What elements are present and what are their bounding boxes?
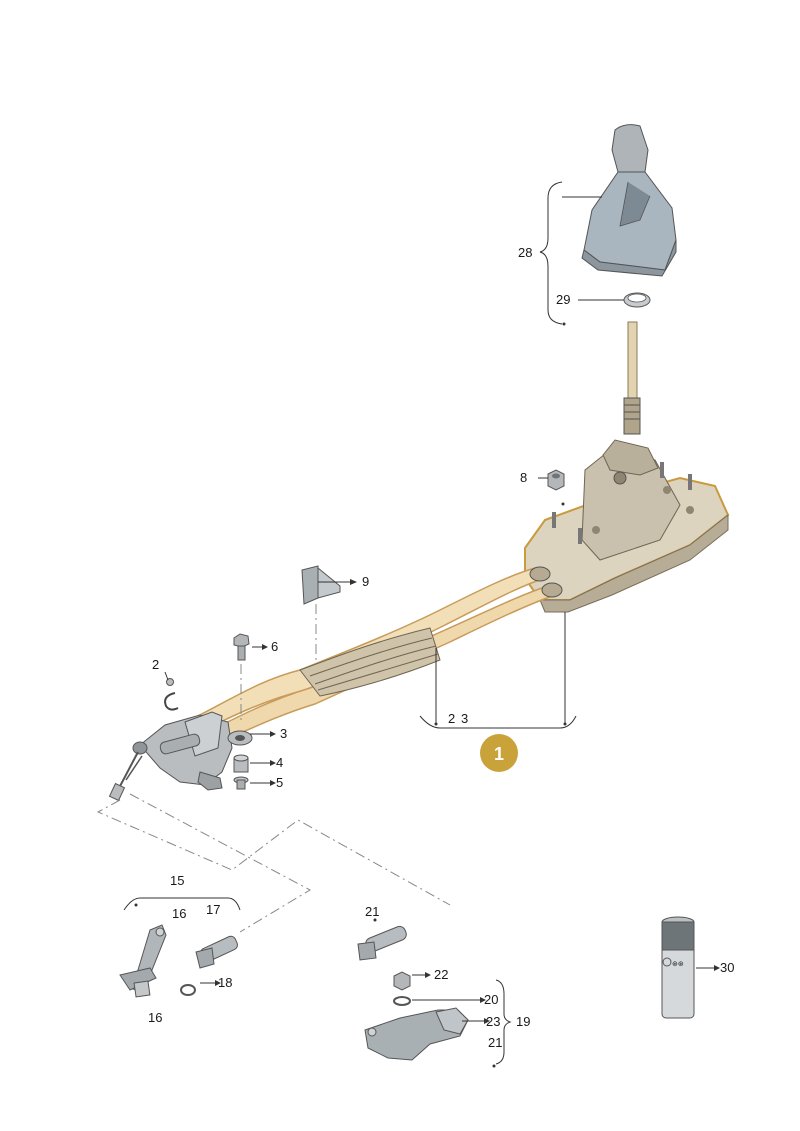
callout-23: 23 [486, 1014, 500, 1029]
callout-22: 22 [434, 967, 448, 982]
clip-ring [623, 292, 651, 308]
callout-20: 20 [484, 992, 498, 1007]
circlip [164, 678, 179, 711]
leader-lines [164, 196, 714, 1022]
bracket-9 [301, 565, 341, 605]
lever-assembly-19 [357, 925, 469, 1061]
callout-badge-1[interactable]: 1 [480, 734, 518, 772]
callout-5: 5 [276, 775, 283, 790]
nut-8 [547, 469, 565, 491]
screw-5 [233, 776, 249, 790]
callout-3-cable: 3 [461, 711, 468, 726]
lever-assembly-15 [119, 924, 239, 998]
callout-18: 18 [218, 975, 232, 990]
callout-16-lower: 16 [148, 1010, 162, 1025]
shift-cables [188, 566, 563, 749]
callout-28: 28 [518, 245, 532, 260]
braces [123, 181, 577, 1065]
callout-6: 6 [271, 639, 278, 654]
shift-lever-rod [623, 321, 641, 435]
cylinder-30: ⊛⊛ [661, 916, 695, 1019]
callout-9: 9 [362, 574, 369, 589]
callout-2: 2 [152, 657, 159, 672]
callout-30: 30 [720, 960, 734, 975]
callout-29: 29 [556, 292, 570, 307]
callout-19: 19 [516, 1014, 530, 1029]
callout-21-upper: 21 [365, 904, 379, 919]
callout-15: 15 [170, 873, 184, 888]
callout-2-cable: 2 [448, 711, 455, 726]
bolt-6 [233, 633, 250, 661]
callout-17: 17 [206, 902, 220, 917]
brace-dots [134, 322, 567, 1068]
svg-text:⊛⊛: ⊛⊛ [672, 961, 684, 968]
callout-8: 8 [520, 470, 527, 485]
callout-4: 4 [276, 755, 283, 770]
gear-knob-boot [581, 124, 677, 277]
arrowheads [215, 579, 720, 1024]
callout-21-lower: 21 [488, 1035, 502, 1050]
transmission-bracket [108, 711, 253, 802]
bushing-4 [233, 754, 249, 773]
gearshift-housing [524, 439, 730, 613]
callout-16-upper: 16 [172, 906, 186, 921]
callout-3: 3 [280, 726, 287, 741]
svg-text:1: 1 [494, 744, 504, 764]
